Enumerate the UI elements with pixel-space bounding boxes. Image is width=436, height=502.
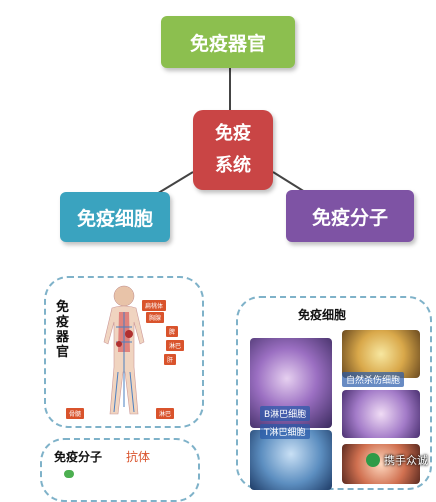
immune-molecule-panel: 免疫分子 抗体 <box>40 438 200 502</box>
immune-molecule-label: 免疫分子 <box>311 206 388 229</box>
connector-lines <box>154 68 306 196</box>
watermark-text: 携手众诚 <box>384 454 428 467</box>
organ-tag: 淋巴 <box>166 340 185 351</box>
immune-organ-node: 免疫器官 <box>161 16 295 68</box>
immune-molecule-node: 免疫分子 <box>286 190 414 242</box>
title-char: 官 <box>56 345 70 360</box>
wechat-icon <box>366 453 380 467</box>
immune-system-label-line1: 免疫 <box>215 123 251 144</box>
organ-tag: 骨髓 <box>66 408 85 419</box>
organ-panel-title: 免 疫 器 官 <box>56 300 70 360</box>
organ-tag: 淋巴 <box>156 408 175 419</box>
molecule-icon <box>64 470 74 478</box>
macrophage-image <box>342 390 420 438</box>
organ-tag: 脾 <box>166 326 179 337</box>
organ-tag: 扁桃体 <box>142 300 167 311</box>
immune-organ-panel: 免 疫 器 官 扁桃体 胸腺 脾 淋巴 肝 骨髓 淋巴 <box>44 276 204 428</box>
t-cell-caption: T淋巴细胞 <box>260 424 310 439</box>
title-char: 免 <box>56 300 70 315</box>
nk-cell-image <box>342 330 420 378</box>
human-body-figure <box>103 285 145 415</box>
title-char: 疫 <box>56 315 70 330</box>
b-cell-caption: B淋巴细胞 <box>260 406 311 421</box>
immune-cell-node: 免疫细胞 <box>60 192 170 242</box>
title-char: 器 <box>56 330 70 345</box>
nk-cell-caption: 自然杀伤细胞 <box>342 372 405 387</box>
cells-panel-title: 免疫细胞 <box>298 308 347 322</box>
organ-tag: 胸腺 <box>146 312 165 323</box>
immune-cell-label: 免疫细胞 <box>76 207 153 230</box>
immune-organ-label: 免疫器官 <box>189 32 266 55</box>
organ-tag: 肝 <box>164 354 177 365</box>
molecule-panel-title: 免疫分子 <box>54 450 103 464</box>
immune-cells-panel: 免疫细胞 B淋巴细胞 T淋巴细胞 自然杀伤细胞 <box>236 296 432 490</box>
immune-system-label-line2: 系统 <box>215 155 251 176</box>
watermark: 携手众诚 <box>366 452 428 468</box>
t-cell-image <box>250 430 332 490</box>
antibody-label: 抗体 <box>126 450 151 464</box>
immune-system-node: 免疫 系统 <box>193 110 273 190</box>
